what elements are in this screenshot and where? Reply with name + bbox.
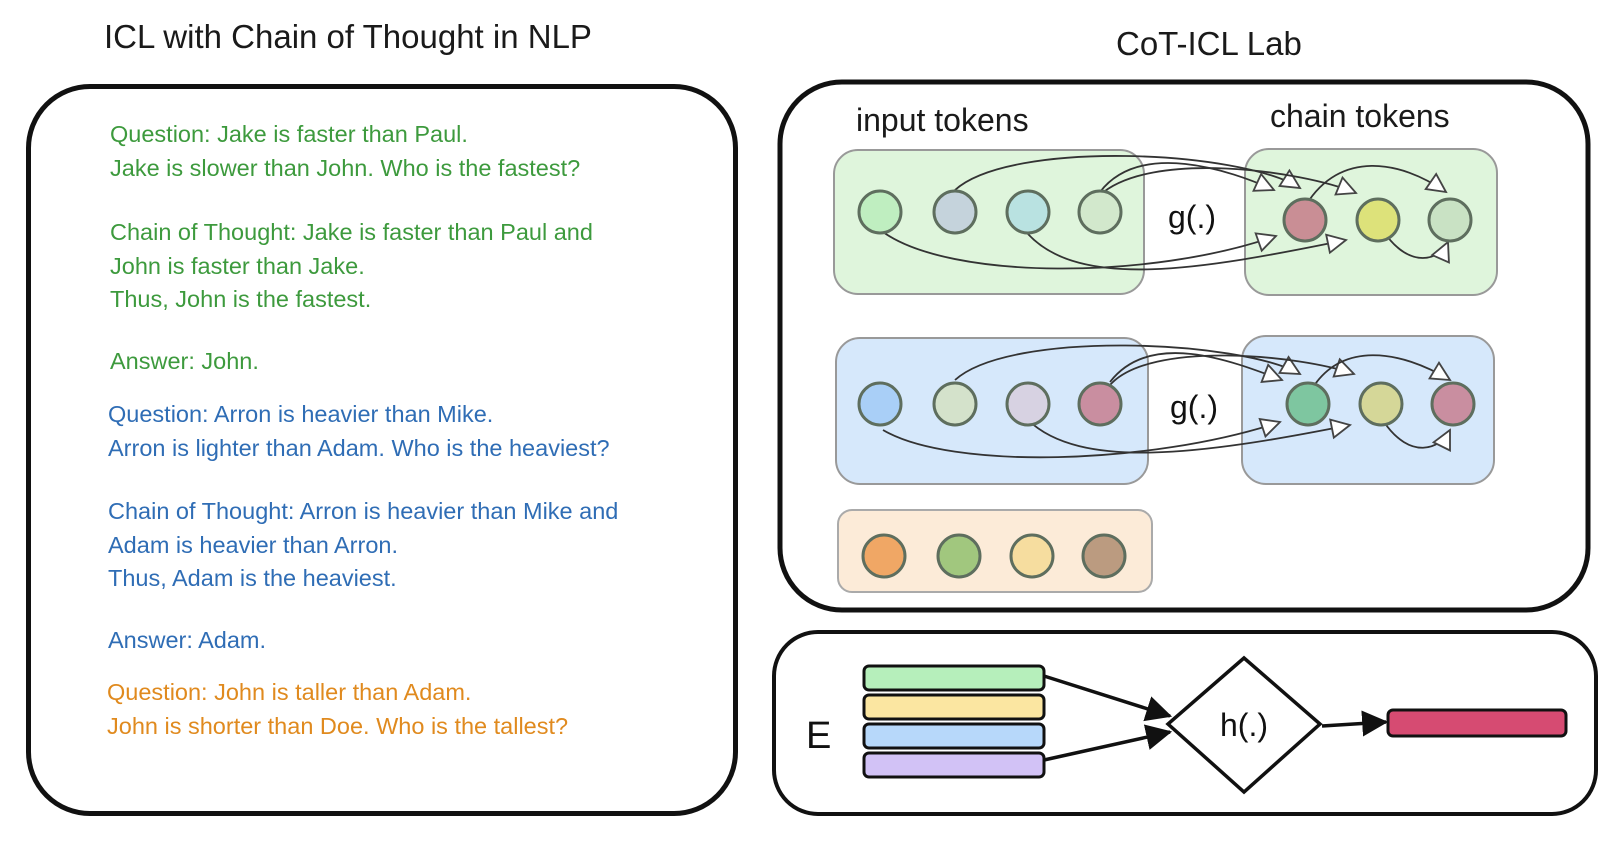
input-token-circle <box>936 533 982 579</box>
row-2-arrow <box>1109 352 1282 382</box>
example-3-question: Question: John is taller than Adam. John… <box>107 676 568 743</box>
embedding-bar <box>862 722 1046 750</box>
h-to-output-arrow <box>1321 710 1389 737</box>
row-2-g-function-label: g(.) <box>1170 389 1218 425</box>
text-line: Thus, Adam is the heaviest. <box>108 565 397 591</box>
example-2-answer: Answer: Adam. <box>108 624 266 658</box>
embedding-bar <box>862 693 1046 721</box>
row-1-g-function-label: g(.) <box>1168 199 1216 235</box>
text-line: John is faster than Jake. <box>110 252 365 279</box>
icl-examples-panel <box>26 84 738 816</box>
row-2-arrow <box>954 344 1300 381</box>
text-line: Answer: Adam. <box>108 627 267 653</box>
row-2-dependency-arrows <box>882 344 1450 459</box>
embedding-label: E <box>806 715 831 757</box>
row-1-arrow <box>1027 233 1346 271</box>
text-line: John is shorter than Doe. Who is the tal… <box>107 712 569 739</box>
row-1-arrow <box>1099 167 1356 196</box>
input-tokens-label: input tokens <box>856 102 1029 138</box>
text-line: Question: Jake is faster than Paul. <box>110 121 468 147</box>
text-line: Question: Arron is heavier than Mike. <box>108 401 494 427</box>
row-2-arrow <box>1383 421 1450 448</box>
chain-token-circle <box>1430 381 1476 427</box>
h-function-label: h(.) <box>1220 707 1268 743</box>
chain-token-circle <box>1285 381 1331 427</box>
chain-token-circle <box>1282 197 1328 243</box>
row-2-arrow <box>1027 420 1350 454</box>
output-token-bar <box>1386 708 1568 738</box>
cot-icl-lab-panel <box>777 79 1591 613</box>
example-1-chain-of-thought: Chain of Thought: Jake is faster than Pa… <box>110 216 593 317</box>
right-panel-title: CoT-ICL Lab <box>1116 25 1302 62</box>
row-2-input-box <box>835 337 1149 485</box>
chain-token-circle <box>1427 197 1473 243</box>
example-1-question: Question: Jake is faster than Paul. Jake… <box>110 118 580 185</box>
input-token-circle <box>932 189 978 235</box>
text-line: Arron is lighter than Adam. Who is the h… <box>108 434 610 461</box>
input-token-circle <box>857 381 903 427</box>
row-1-arrow <box>1383 231 1448 258</box>
token-layer <box>857 189 1476 579</box>
h-function-node <box>1165 655 1323 795</box>
input-token-circle <box>1081 533 1127 579</box>
text-line: Chain of Thought: Arron is heavier than … <box>108 498 619 524</box>
embedding-to-h-arrow <box>1043 674 1173 722</box>
input-token-circle <box>1077 381 1123 427</box>
embedding-stack <box>862 664 1046 779</box>
text-line: Answer: John. <box>110 348 259 374</box>
row-1-arrow <box>1305 164 1446 206</box>
embedding-bar <box>862 751 1046 779</box>
text-line: Question: John is taller than Adam. <box>107 679 472 705</box>
row-1-arrow <box>1099 162 1274 193</box>
row-3-input-box <box>837 509 1153 593</box>
embedding-panel <box>772 630 1598 816</box>
left-panel-title: ICL with Chain of Thought in NLP <box>104 18 592 55</box>
input-token-circle <box>861 533 907 579</box>
example-1-answer: Answer: John. <box>110 345 259 379</box>
chain-token-circle <box>1355 197 1401 243</box>
input-token-circle <box>932 381 978 427</box>
input-token-circle <box>1005 189 1051 235</box>
chain-tokens-label: chain tokens <box>1270 98 1450 134</box>
input-token-circle <box>1005 381 1051 427</box>
chain-token-circle <box>1358 381 1404 427</box>
row-2-arrow <box>1109 354 1354 386</box>
input-token-circle <box>1077 189 1123 235</box>
row-1-arrow <box>882 231 1276 270</box>
row-1-dependency-arrows <box>882 155 1448 271</box>
input-token-circle <box>1009 533 1055 579</box>
row-2-arrow <box>882 422 1280 459</box>
text-line: Thus, John is the fastest. <box>110 286 372 312</box>
text-line: Chain of Thought: Jake is faster than Pa… <box>110 219 593 245</box>
text-line: Jake is slower than John. Who is the fas… <box>110 154 581 181</box>
example-2-question: Question: Arron is heavier than Mike. Ar… <box>108 398 610 465</box>
example-2-chain-of-thought: Chain of Thought: Arron is heavier than … <box>108 495 618 596</box>
row-2-arrow <box>1309 354 1450 393</box>
text-line: Adam is heavier than Arron. <box>108 531 398 558</box>
input-token-circle <box>857 189 903 235</box>
embedding-to-h-arrow <box>1043 724 1173 762</box>
embedding-bar <box>862 664 1046 692</box>
